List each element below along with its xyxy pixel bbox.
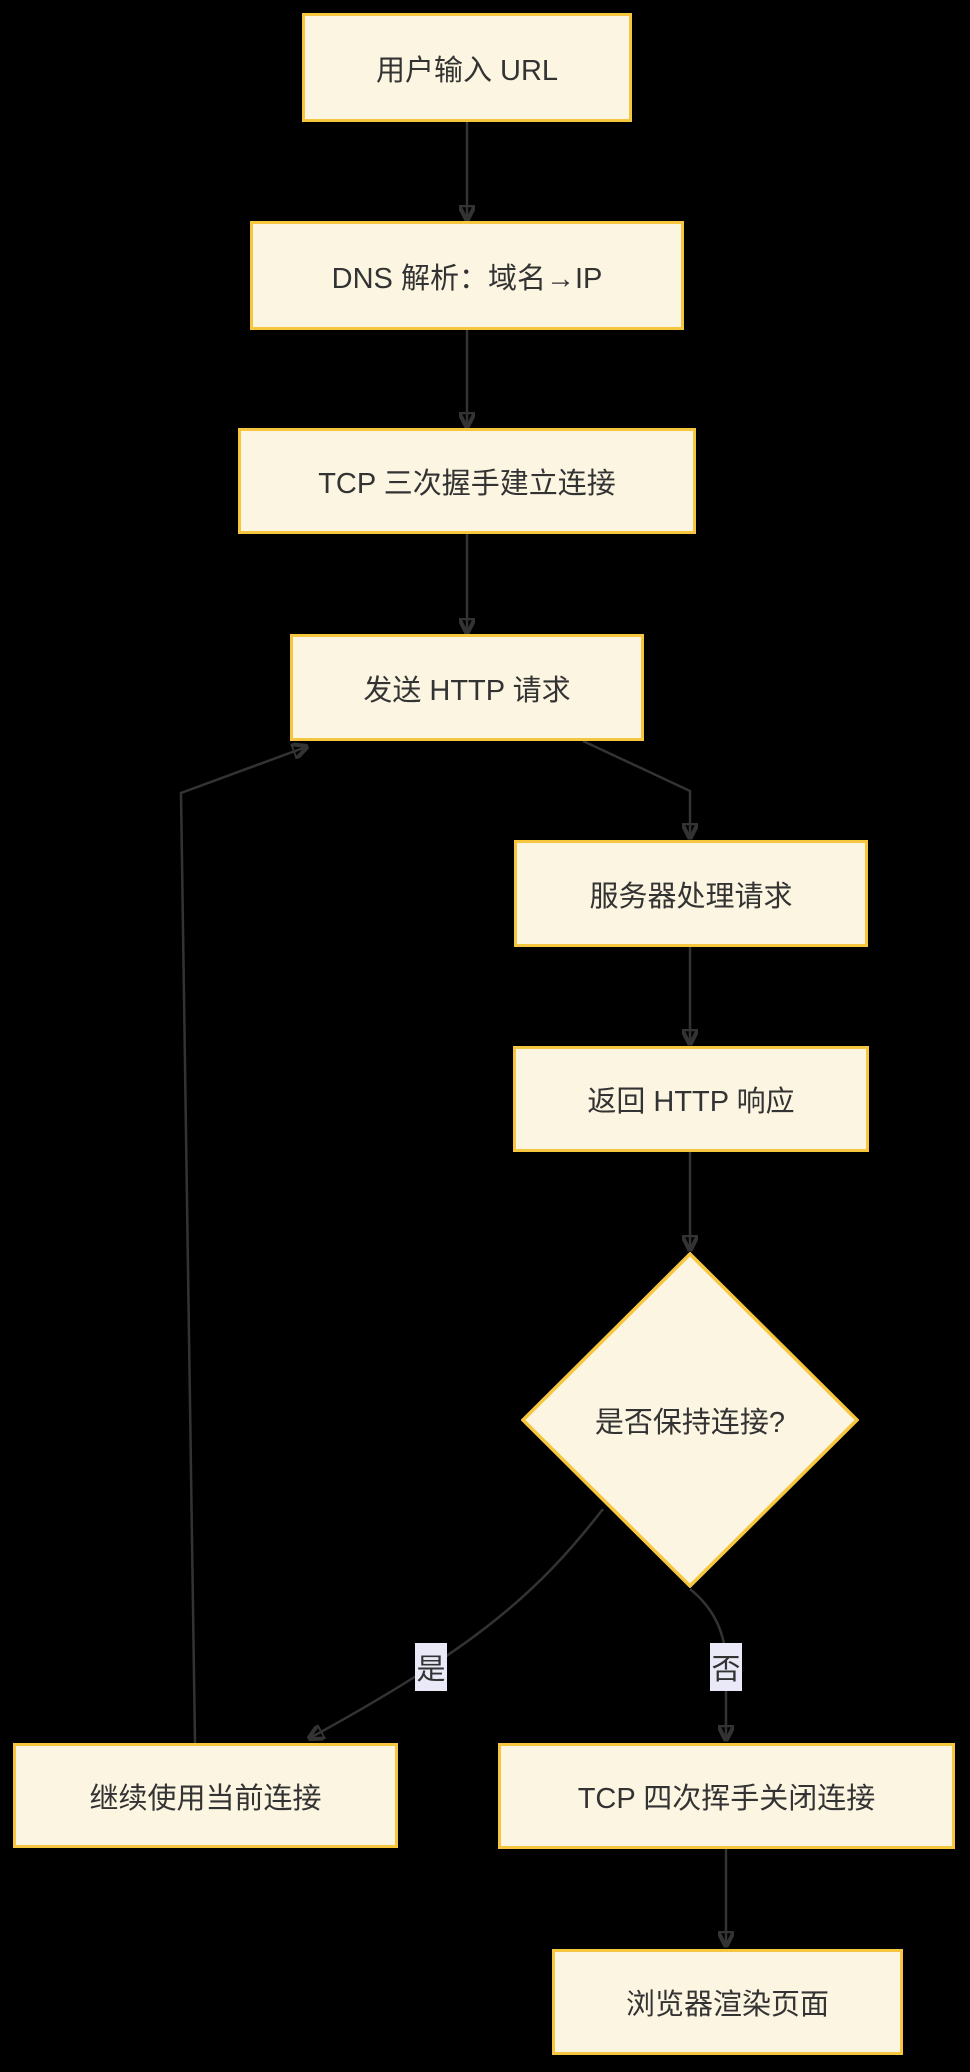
- edge-label-yes-text: 是: [416, 1654, 446, 1686]
- node-browser-render-label: 浏览器渲染页面: [625, 1989, 829, 2021]
- node-tcp-close: TCP 四次挥手关闭连接: [498, 1743, 955, 1849]
- node-tcp-handshake: TCP 三次握手建立连接: [238, 428, 696, 534]
- decision-diamond-shape: [521, 1252, 859, 1588]
- node-reuse-connection-label: 继续使用当前连接: [89, 1782, 322, 1815]
- decision-keep-alive-label: 是否保持连接?: [594, 1407, 786, 1439]
- node-user-input-url-label: 用户输入 URL: [375, 54, 559, 87]
- node-reuse-connection: 继续使用当前连接: [13, 1743, 398, 1848]
- node-http-response-label: 返回 HTTP 响应: [587, 1086, 795, 1118]
- node-send-http-request: 发送 HTTP 请求: [290, 634, 644, 741]
- edge-label-no-text: 否: [711, 1654, 741, 1686]
- edge-decision-yes: [310, 1508, 604, 1738]
- node-http-response: 返回 HTTP 响应: [513, 1046, 869, 1152]
- node-browser-render: 浏览器渲染页面: [552, 1949, 903, 2055]
- node-tcp-close-label: TCP 四次挥手关闭连接: [577, 1783, 876, 1815]
- node-send-http-request-label: 发送 HTTP 请求: [363, 674, 571, 707]
- node-user-input-url: 用户输入 URL: [302, 13, 632, 122]
- node-dns-resolution-label: DNS 解析：域名→IP: [331, 262, 603, 295]
- edge-label-no: 否: [710, 1643, 742, 1691]
- node-dns-resolution: DNS 解析：域名→IP: [250, 221, 684, 330]
- node-server-process-label: 服务器处理请求: [589, 880, 793, 913]
- node-server-process: 服务器处理请求: [514, 840, 868, 947]
- edge-send-request-to-server: [582, 739, 690, 837]
- decision-keep-alive: 是否保持连接?: [521, 1252, 859, 1588]
- edge-label-yes: 是: [415, 1643, 447, 1691]
- node-tcp-handshake-label: TCP 三次握手建立连接: [318, 468, 616, 500]
- edge-reuse-loop-to-send-request: [179, 747, 306, 1744]
